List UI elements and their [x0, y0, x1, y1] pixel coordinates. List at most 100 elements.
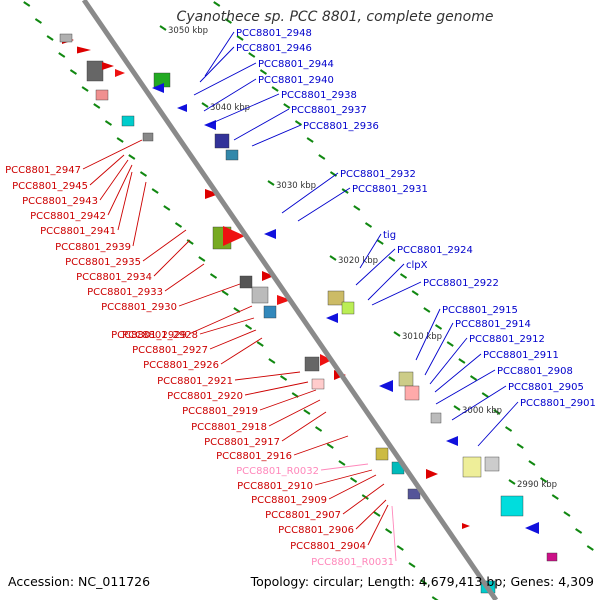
length-value: 4,679,413 bp; — [418, 574, 507, 589]
reverse-gene-arrow — [262, 271, 274, 281]
track-dash — [434, 324, 443, 330]
forward-gene-label: PCC8801_2915 — [442, 305, 518, 316]
gene-block — [407, 488, 421, 500]
gene-block — [263, 305, 277, 319]
gene-block — [341, 301, 355, 315]
reverse-gene-label: PCC8801_2926 — [143, 360, 219, 371]
forward-gene-label: PCC8801_2938 — [281, 90, 357, 101]
forward-label-leader — [355, 248, 396, 286]
reverse-gene-arrow — [205, 189, 219, 199]
track-dash — [353, 205, 361, 211]
reverse-label-leader — [117, 171, 133, 231]
track-dash — [385, 528, 393, 534]
reverse-gene-label: PCC8801_2917 — [204, 437, 280, 448]
gene-block — [500, 495, 524, 517]
reverse-label-leader — [328, 474, 377, 500]
reverse-gene-arrow — [277, 295, 291, 305]
track-dash — [306, 137, 314, 143]
kbp-tick-label: 3050 kbp — [168, 26, 208, 36]
reverse-label-leader — [314, 469, 373, 486]
track-dash — [373, 511, 381, 517]
gene-block — [239, 275, 253, 289]
forward-gene-label: PCC8801_2905 — [508, 382, 584, 393]
forward-gene-arrow — [525, 522, 539, 534]
forward-gene-label: PCC8801_2937 — [291, 105, 367, 116]
track-dash — [280, 375, 288, 381]
reverse-label-leader — [220, 337, 263, 365]
reverse-label-leader — [293, 435, 349, 456]
forward-gene-arrow — [204, 120, 216, 130]
forward-gene-label: PCC8801_2922 — [423, 278, 499, 289]
track-dash — [411, 290, 419, 296]
reverse-label-leader — [178, 283, 241, 307]
forward-gene-label: PCC8801_2924 — [397, 245, 473, 256]
reverse-label-leader — [132, 181, 147, 247]
forward-gene-label: PCC8801_2911 — [483, 350, 559, 361]
reverse-gene-label: PCC8801_2919 — [182, 406, 258, 417]
reverse-label-leader — [281, 411, 327, 442]
forward-gene-label: PCC8801_2940 — [258, 75, 334, 86]
gene-block — [86, 60, 104, 82]
gene-block — [375, 447, 389, 461]
kbp-tick-mark — [201, 102, 209, 108]
forward-gene-label: clpX — [406, 260, 428, 271]
forward-label-leader — [424, 322, 454, 376]
forward-label-leader — [281, 172, 339, 214]
reverse-gene-label: PCC8801_2921 — [157, 376, 233, 387]
track-dash — [224, 18, 232, 24]
track-dash — [470, 375, 478, 381]
track-dash — [329, 171, 338, 177]
track-dash — [420, 579, 428, 585]
track-dash — [151, 188, 159, 194]
reverse-label-leader — [268, 399, 321, 427]
gene-block — [251, 286, 269, 304]
forward-gene-label: PCC8801_2944 — [258, 59, 334, 70]
gene-block — [59, 33, 73, 43]
track-dash — [350, 477, 358, 483]
track-dash — [551, 494, 559, 500]
reverse-label-leader — [82, 139, 143, 170]
forward-gene-arrow — [379, 380, 393, 392]
forward-gene-arrow — [152, 83, 164, 93]
accession-value: NC_011726 — [78, 574, 151, 589]
track-dash — [563, 511, 571, 517]
track-dash — [396, 545, 404, 551]
track-dash — [116, 137, 124, 143]
reverse-label-leader — [320, 463, 369, 471]
track-dash — [294, 120, 303, 126]
track-dash — [408, 562, 416, 568]
kbp-tick-mark — [267, 180, 275, 186]
kbp-tick-label: 3030 kbp — [276, 181, 316, 191]
reverse-gene-label: PCC8801_2929 — [111, 330, 187, 341]
track-dash — [376, 239, 384, 245]
reverse-gene-label: PCC8801_2943 — [22, 196, 98, 207]
reverse-label-leader — [342, 483, 385, 515]
forward-gene-label: tig — [383, 230, 396, 241]
rna-gene-label: PCC8801_R0032 — [236, 466, 319, 477]
reverse-gene-label: PCC8801_2906 — [278, 525, 354, 536]
gene-block — [462, 456, 482, 478]
track-dash — [399, 273, 408, 279]
forward-label-leader — [429, 337, 468, 385]
track-dash — [221, 290, 229, 296]
reverse-label-leader — [367, 504, 389, 546]
track-dash — [446, 341, 454, 347]
forward-label-leader — [434, 353, 482, 393]
forward-label-leader — [415, 308, 441, 361]
track-dash — [338, 460, 346, 466]
track-dash — [481, 392, 489, 398]
genes-label: Genes: — [510, 574, 555, 589]
reverse-label-leader — [199, 317, 255, 335]
kbp-tick-mark — [159, 25, 167, 31]
track-dash — [540, 477, 548, 483]
gene-block — [430, 412, 442, 424]
kbp-tick-label: 3040 kbp — [210, 103, 250, 113]
track-dash — [198, 256, 206, 262]
kbp-tick-label: 3010 kbp — [402, 332, 442, 342]
rna-gene-label: PCC8801_R0031 — [311, 557, 394, 568]
track-dash — [431, 596, 439, 600]
gene-block — [484, 456, 500, 472]
track-dash — [58, 52, 66, 58]
forward-gene-arrow — [446, 436, 458, 446]
